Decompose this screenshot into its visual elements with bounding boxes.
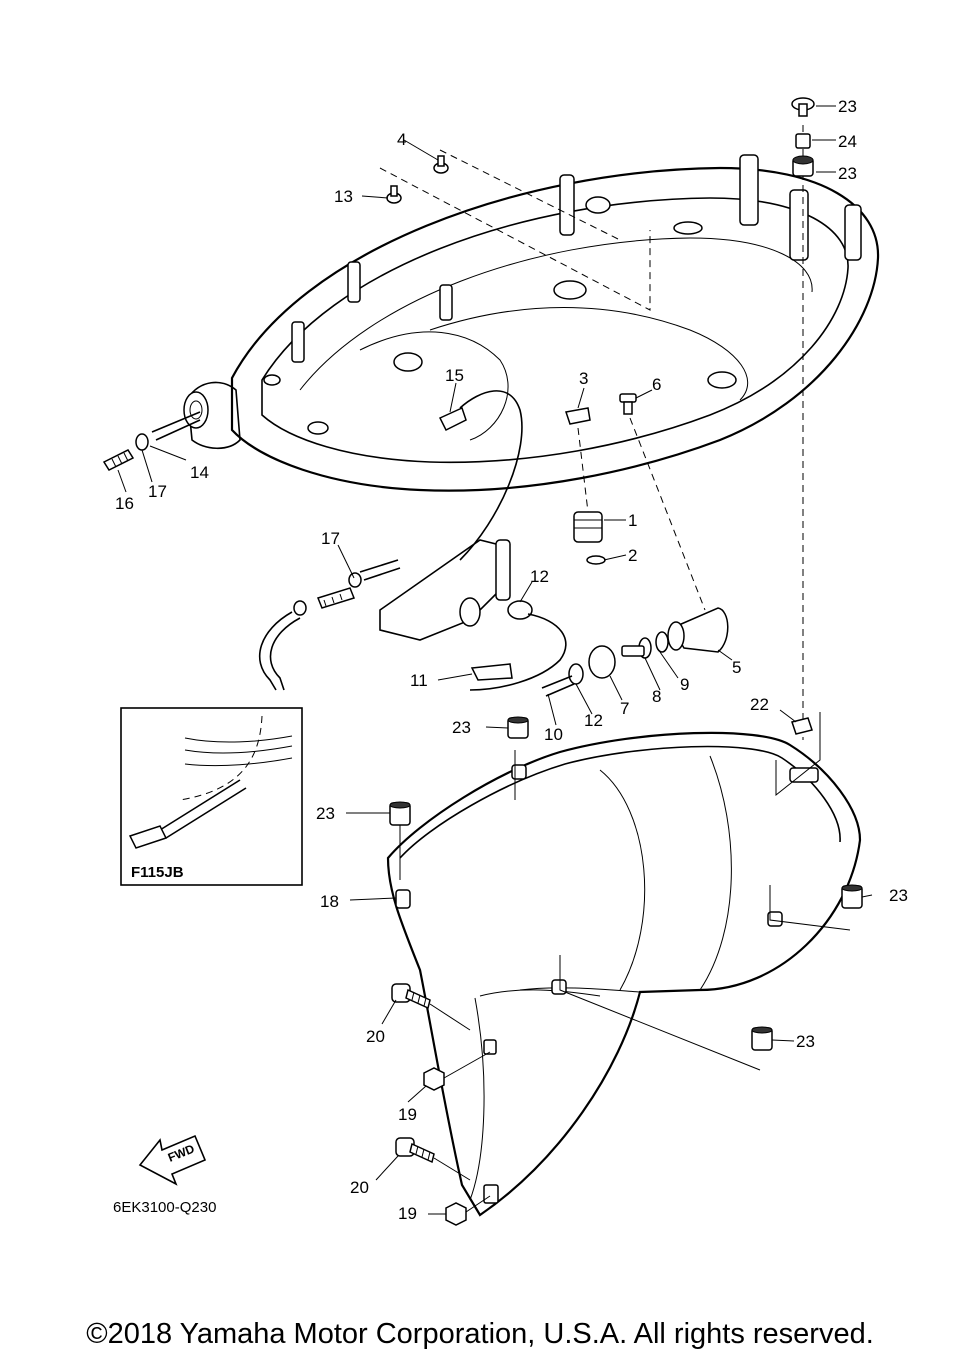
callout-5: 5 — [732, 658, 741, 677]
callout-11: 11 — [410, 671, 428, 690]
callout-7: 7 — [620, 699, 629, 718]
callout-labels: 4 13 23 24 23 15 3 6 1 2 5 9 8 7 12 10 1… — [115, 97, 908, 1223]
inset-label: F115JB — [131, 864, 184, 881]
copyright-footer: ©2018 Yamaha Motor Corporation, U.S.A. A… — [86, 1318, 874, 1350]
callout-18: 18 — [320, 892, 339, 911]
callout-20-upper: 20 — [366, 1027, 385, 1046]
callout-14: 14 — [190, 463, 209, 482]
grommets-23 — [389, 716, 863, 1051]
inset-f115jb: F115JB — [120, 707, 303, 886]
callout-12-upper: 12 — [530, 567, 549, 586]
fwd-label: FWD — [166, 1141, 197, 1164]
bottom-cowling-upper — [183, 125, 880, 740]
callout-24: 24 — [838, 132, 857, 151]
callout-8: 8 — [652, 687, 661, 706]
callout-19-upper: 19 — [398, 1105, 417, 1124]
callout-12-lower: 12 — [584, 711, 603, 730]
callout-16: 16 — [115, 494, 134, 513]
drawing-code: 6EK3100-Q230 — [113, 1199, 216, 1216]
callout-23-d: 23 — [796, 1032, 815, 1051]
callout-13: 13 — [334, 187, 353, 206]
callout-19-lower: 19 — [398, 1204, 417, 1223]
fastener-stack-top-right — [791, 97, 815, 177]
callout-4: 4 — [397, 130, 406, 149]
callout-21: 22 — [750, 695, 769, 714]
callout-15: 15 — [445, 366, 464, 385]
callout-23-c: 23 — [889, 886, 908, 905]
callout-23-b: 23 — [316, 804, 335, 823]
grommet-parts-1-2-3-6 — [565, 393, 706, 611]
bottom-cowling-lower — [386, 712, 862, 1217]
callout-2: 2 — [628, 546, 637, 565]
fasteners-4-13 — [386, 155, 449, 204]
callout-1: 1 — [628, 511, 637, 530]
callout-22: 23 — [838, 97, 857, 116]
callout-23-a: 23 — [452, 718, 471, 737]
callout-6: 6 — [652, 375, 661, 394]
callout-17-lower: 17 — [148, 482, 167, 501]
flush-hose-assembly — [259, 539, 729, 697]
callout-20-lower: 20 — [350, 1178, 369, 1197]
bolts-and-nuts — [391, 983, 491, 1226]
fwd-arrow-icon: FWD — [138, 1134, 207, 1186]
callout-17-upper: 17 — [321, 529, 340, 548]
clip-15 — [438, 390, 523, 561]
leader-lines — [117, 105, 873, 1215]
callout-3: 3 — [579, 369, 588, 388]
callout-23-top: 23 — [838, 164, 857, 183]
callout-10: 10 — [544, 725, 563, 744]
callout-9: 9 — [680, 675, 689, 694]
